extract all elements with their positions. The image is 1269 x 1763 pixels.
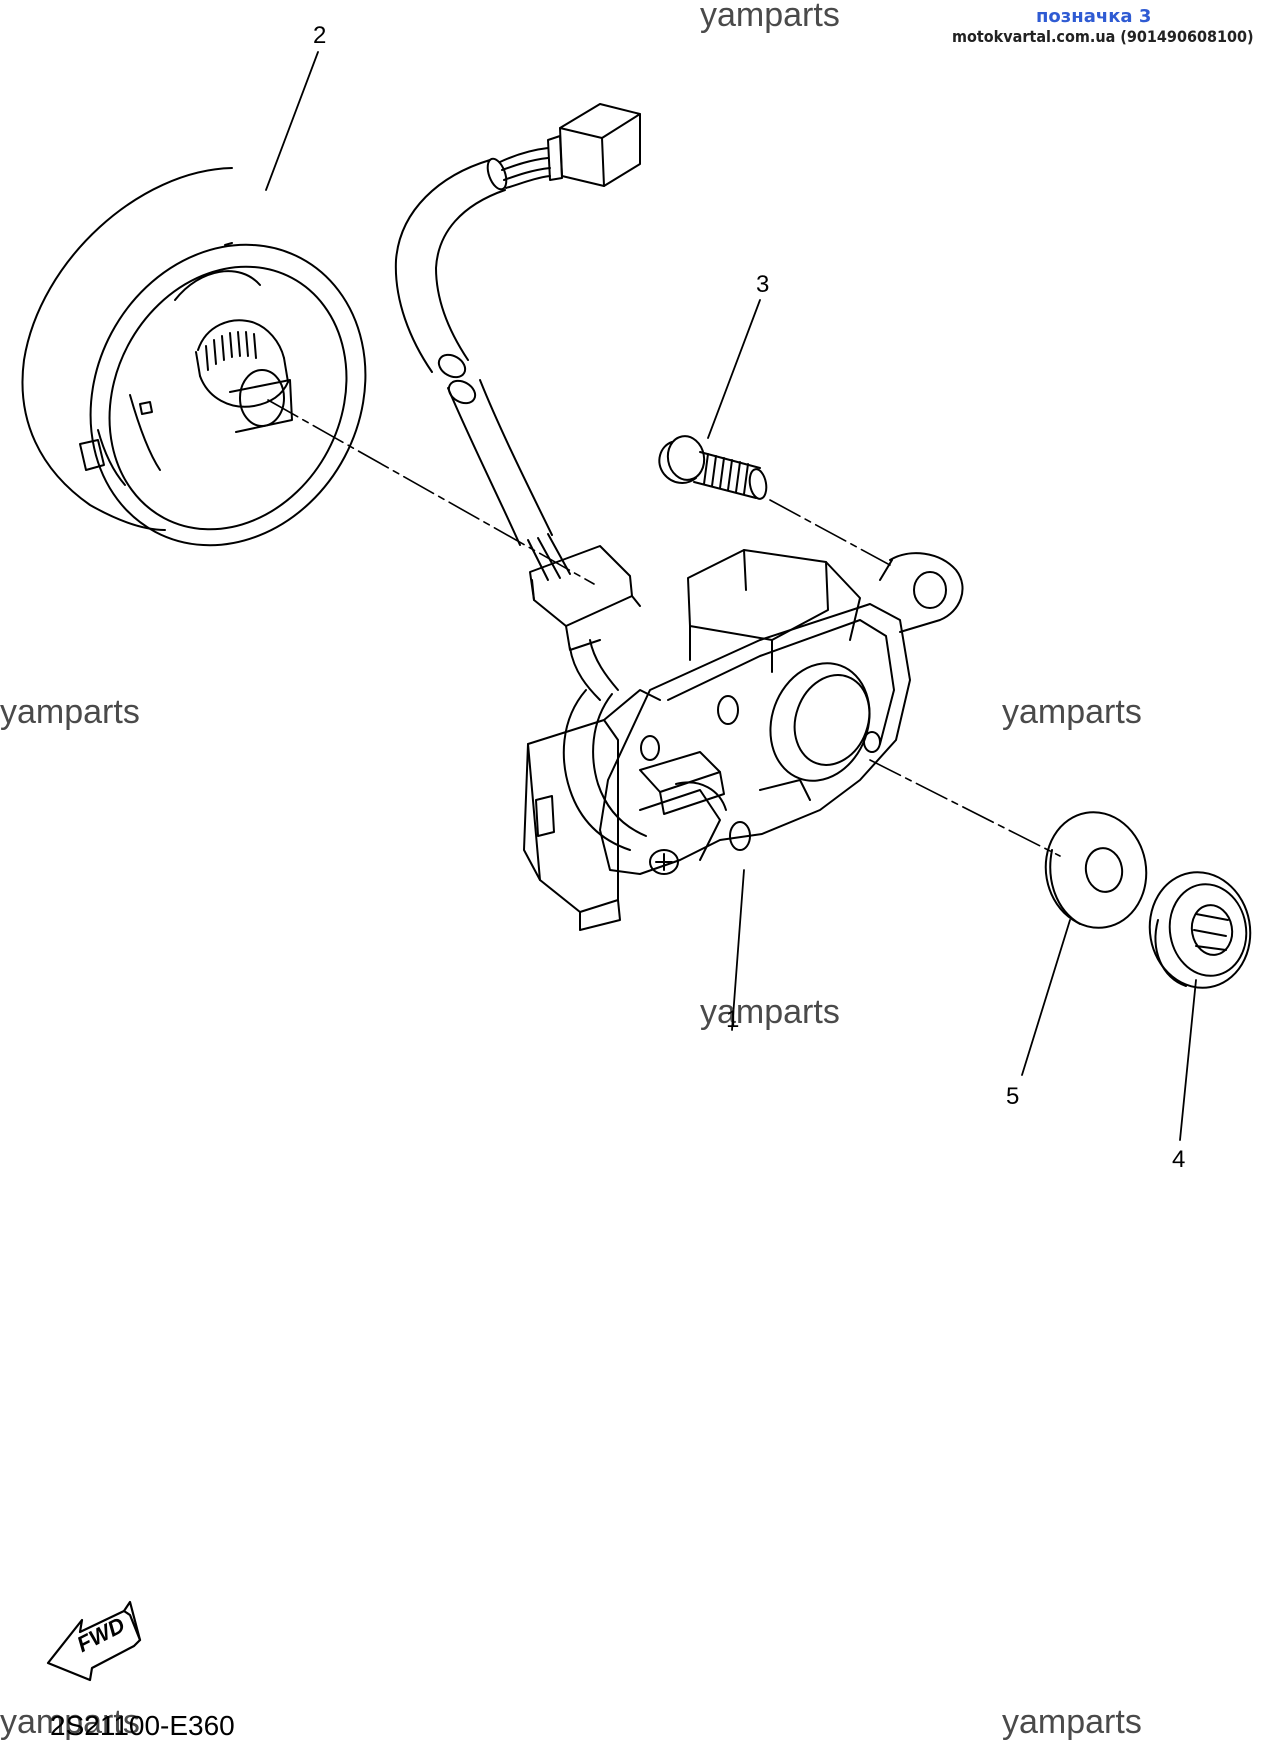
callout-part-2: 2 xyxy=(313,22,327,49)
nut-part xyxy=(1148,871,1252,989)
screw-part xyxy=(658,435,768,500)
washer-part xyxy=(1044,811,1148,929)
watermark-bottom-left: yamparts xyxy=(0,1703,140,1741)
watermark-center: yamparts xyxy=(700,993,840,1031)
watermark-right: yamparts xyxy=(1002,693,1142,731)
stamp-site: motokvartal.com.ua (901490608100) xyxy=(952,27,1254,46)
stamp-title: позначка 3 xyxy=(1036,6,1152,27)
assembly-centerlines xyxy=(267,399,1061,857)
wire-harness xyxy=(394,103,647,851)
watermark-top: yamparts xyxy=(700,0,840,34)
callout-part-1: 1 xyxy=(726,1006,740,1033)
drawing-code: 2S21100-E360 xyxy=(50,1710,235,1741)
watermark-left: yamparts xyxy=(0,693,140,731)
callout-part-3: 3 xyxy=(756,271,770,298)
fwd-arrow-icon xyxy=(46,1600,142,1682)
flywheel-rotor-part xyxy=(21,167,367,547)
stator-assembly-part xyxy=(523,549,964,931)
callout-part-5: 5 xyxy=(1006,1083,1020,1110)
callout-part-4: 4 xyxy=(1172,1146,1186,1173)
leader-lines xyxy=(265,51,1197,1141)
watermark-bottom-right: yamparts xyxy=(1002,1703,1142,1741)
